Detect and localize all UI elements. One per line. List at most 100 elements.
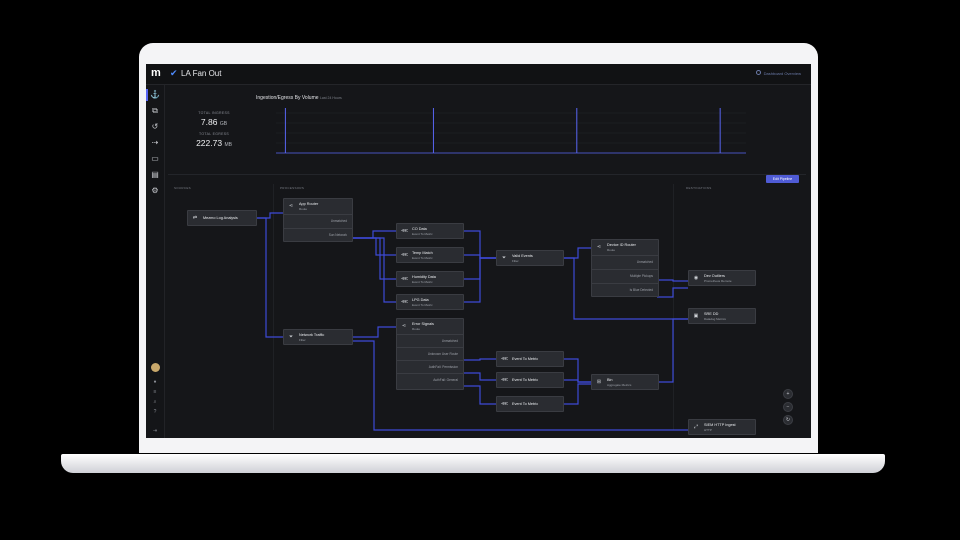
sre-dd-destination[interactable]: ▣ SRE DD Datadog Metrics [688, 308, 756, 324]
route-output[interactable]: Multiple Pickups [592, 269, 658, 282]
zoom-out-icon[interactable]: − [783, 402, 793, 412]
edge [353, 237, 396, 256]
temp-match-node[interactable]: ⋘ Temp Match Event To Metric [396, 247, 464, 263]
route-icon: ⋖ [401, 323, 407, 329]
egress-value: 222.73 MB [196, 138, 232, 148]
edge [657, 287, 688, 298]
edge [257, 217, 283, 338]
sidebar: ⚓ ⧉ ↺ ⇢ ▭ ▤ ⚙ ● ≡ ⌕ ? ⇥ [146, 85, 165, 438]
metric-icon: ⋘ [501, 401, 509, 407]
egress-label: TOTAL EGRESS [199, 132, 229, 136]
valid-events-node[interactable]: ⏷ Valid Events Filter [496, 250, 564, 266]
event-to-metric-node[interactable]: ⋘ Event To Metric [496, 372, 564, 388]
chart-title: Ingestion/Egress By Volume Last 24 Hours [256, 95, 342, 101]
app-router-node[interactable]: ⋖ App Router Route Unmatched Sun Network [283, 198, 353, 242]
ingress-value: 7.86 GB [200, 117, 228, 127]
edge [659, 318, 688, 383]
source-node[interactable]: ⇄ Mezmo Log Analysis [187, 210, 257, 226]
edge [564, 358, 591, 383]
route-icon: ⋖ [596, 244, 602, 250]
settings-icon[interactable]: ⚙ [151, 186, 159, 195]
mezmo-logo-icon: m [151, 67, 161, 79]
edge [353, 230, 396, 239]
lpg-data-node[interactable]: ⋘ LPG Data Event To Metric [396, 294, 464, 310]
humidity-data-node[interactable]: ⋘ Humidity Data Event To Metric [396, 271, 464, 287]
column-label-sources: SOURCES [174, 186, 191, 190]
metric-icon: ⋘ [501, 377, 509, 383]
siem-http-destination[interactable]: ⤢ SIEM HTTP Ingest HTTP [688, 419, 756, 435]
metric-icon: ⋘ [401, 276, 409, 282]
app-screen: m ✔ LA Fan Out Dashboard Overview ⚓ ⧉ ↺ … [146, 64, 811, 438]
edge [353, 237, 396, 303]
edge [657, 279, 688, 282]
pipeline-edges [257, 212, 688, 431]
metric-icon: ⋘ [401, 228, 409, 234]
top-bar: m ✔ LA Fan Out Dashboard Overview [146, 64, 811, 85]
co-data-node[interactable]: ⋘ CO Data Event To Metric [396, 223, 464, 239]
routes-icon[interactable]: ⇢ [151, 138, 159, 147]
column-label-destinations: DESTINATIONS [686, 186, 712, 190]
zoom-in-icon[interactable]: + [783, 389, 793, 399]
edge [353, 326, 396, 338]
metric-icon: ⋘ [401, 252, 409, 258]
edge [464, 385, 496, 405]
aggregate-node[interactable]: ⊞ Bin Aggregate Metrics [591, 374, 659, 390]
datadog-icon: ▣ [693, 313, 699, 319]
route-output[interactable]: Is Blue Detected [592, 283, 658, 296]
sources-icon[interactable]: ⧉ [152, 106, 158, 115]
monitor-icon[interactable]: ▭ [151, 154, 159, 163]
column-divider [273, 184, 274, 430]
collapse-icon[interactable]: ⇥ [152, 428, 158, 434]
dashboard-link[interactable]: Dashboard Overview [763, 71, 801, 76]
avatar[interactable] [151, 363, 160, 372]
edge [564, 257, 688, 320]
edge [464, 257, 496, 303]
route-output[interactable]: Unmatched [284, 214, 352, 227]
aggregate-icon: ⊞ [596, 379, 602, 385]
filter-icon: ⏷ [501, 255, 506, 261]
help-icon[interactable]: ? [153, 409, 157, 415]
sidebar-active-indicator [146, 89, 148, 101]
volume-stats: TOTAL INGRESS 7.86 GB TOTAL EGRESS 222.7… [174, 90, 254, 170]
edge [353, 340, 688, 431]
history-icon[interactable]: ↺ [151, 122, 159, 131]
route-icon: ⋖ [288, 203, 294, 209]
dev-outliers-destination[interactable]: ◉ Dev Outliers Prometheus Remote [688, 270, 756, 286]
edge [464, 372, 496, 381]
edge [464, 230, 496, 259]
search-icon[interactable]: ⌕ [153, 399, 157, 405]
ingress-label: TOTAL INGRESS [198, 111, 230, 115]
page-title: LA Fan Out [181, 69, 222, 78]
list-icon[interactable]: ≡ [153, 389, 157, 395]
network-traffic-node[interactable]: ⏷ Network Traffic Filter [283, 329, 353, 345]
pipeline-icon[interactable]: ⚓ [150, 90, 160, 99]
edge [564, 383, 591, 405]
route-output[interactable]: AuthFail: Permission [397, 360, 463, 373]
route-output[interactable]: Unmatched [592, 255, 658, 268]
volume-chart-svg [276, 108, 746, 154]
route-output[interactable]: AuthFail: General [397, 373, 463, 386]
metric-icon: ⋘ [401, 299, 409, 305]
event-to-metric-node[interactable]: ⋘ Event To Metric [496, 351, 564, 367]
volume-chart: Ingestion/Egress By Volume Last 24 Hours [256, 95, 756, 170]
edge [257, 212, 283, 219]
storage-icon[interactable]: ▤ [151, 170, 159, 179]
source-icon: ⇄ [192, 215, 198, 221]
column-label-processors: PROCESSORS [280, 186, 305, 190]
route-output[interactable]: Unmatched [397, 334, 463, 347]
event-to-metric-node[interactable]: ⋘ Event To Metric [496, 396, 564, 412]
http-icon: ⤢ [693, 424, 698, 430]
route-output[interactable]: Unknown User Route [397, 347, 463, 360]
laptop-base [61, 454, 885, 473]
device-id-router-node[interactable]: ⋖ Device ID Router Route Unmatched Multi… [591, 239, 659, 297]
info-icon [756, 70, 761, 75]
error-signals-node[interactable]: ⋖ Error Signals Route Unmatched Unknown … [396, 318, 464, 390]
edit-pipeline-button[interactable]: Edit Pipeline [766, 175, 799, 183]
edge [464, 358, 496, 361]
edge [564, 247, 591, 259]
check-icon: ✔ [170, 68, 178, 78]
metric-icon: ⋘ [501, 356, 509, 362]
notification-icon[interactable]: ● [153, 379, 157, 385]
reset-view-icon[interactable]: ↻ [783, 415, 793, 425]
route-output[interactable]: Sun Network [284, 228, 352, 241]
